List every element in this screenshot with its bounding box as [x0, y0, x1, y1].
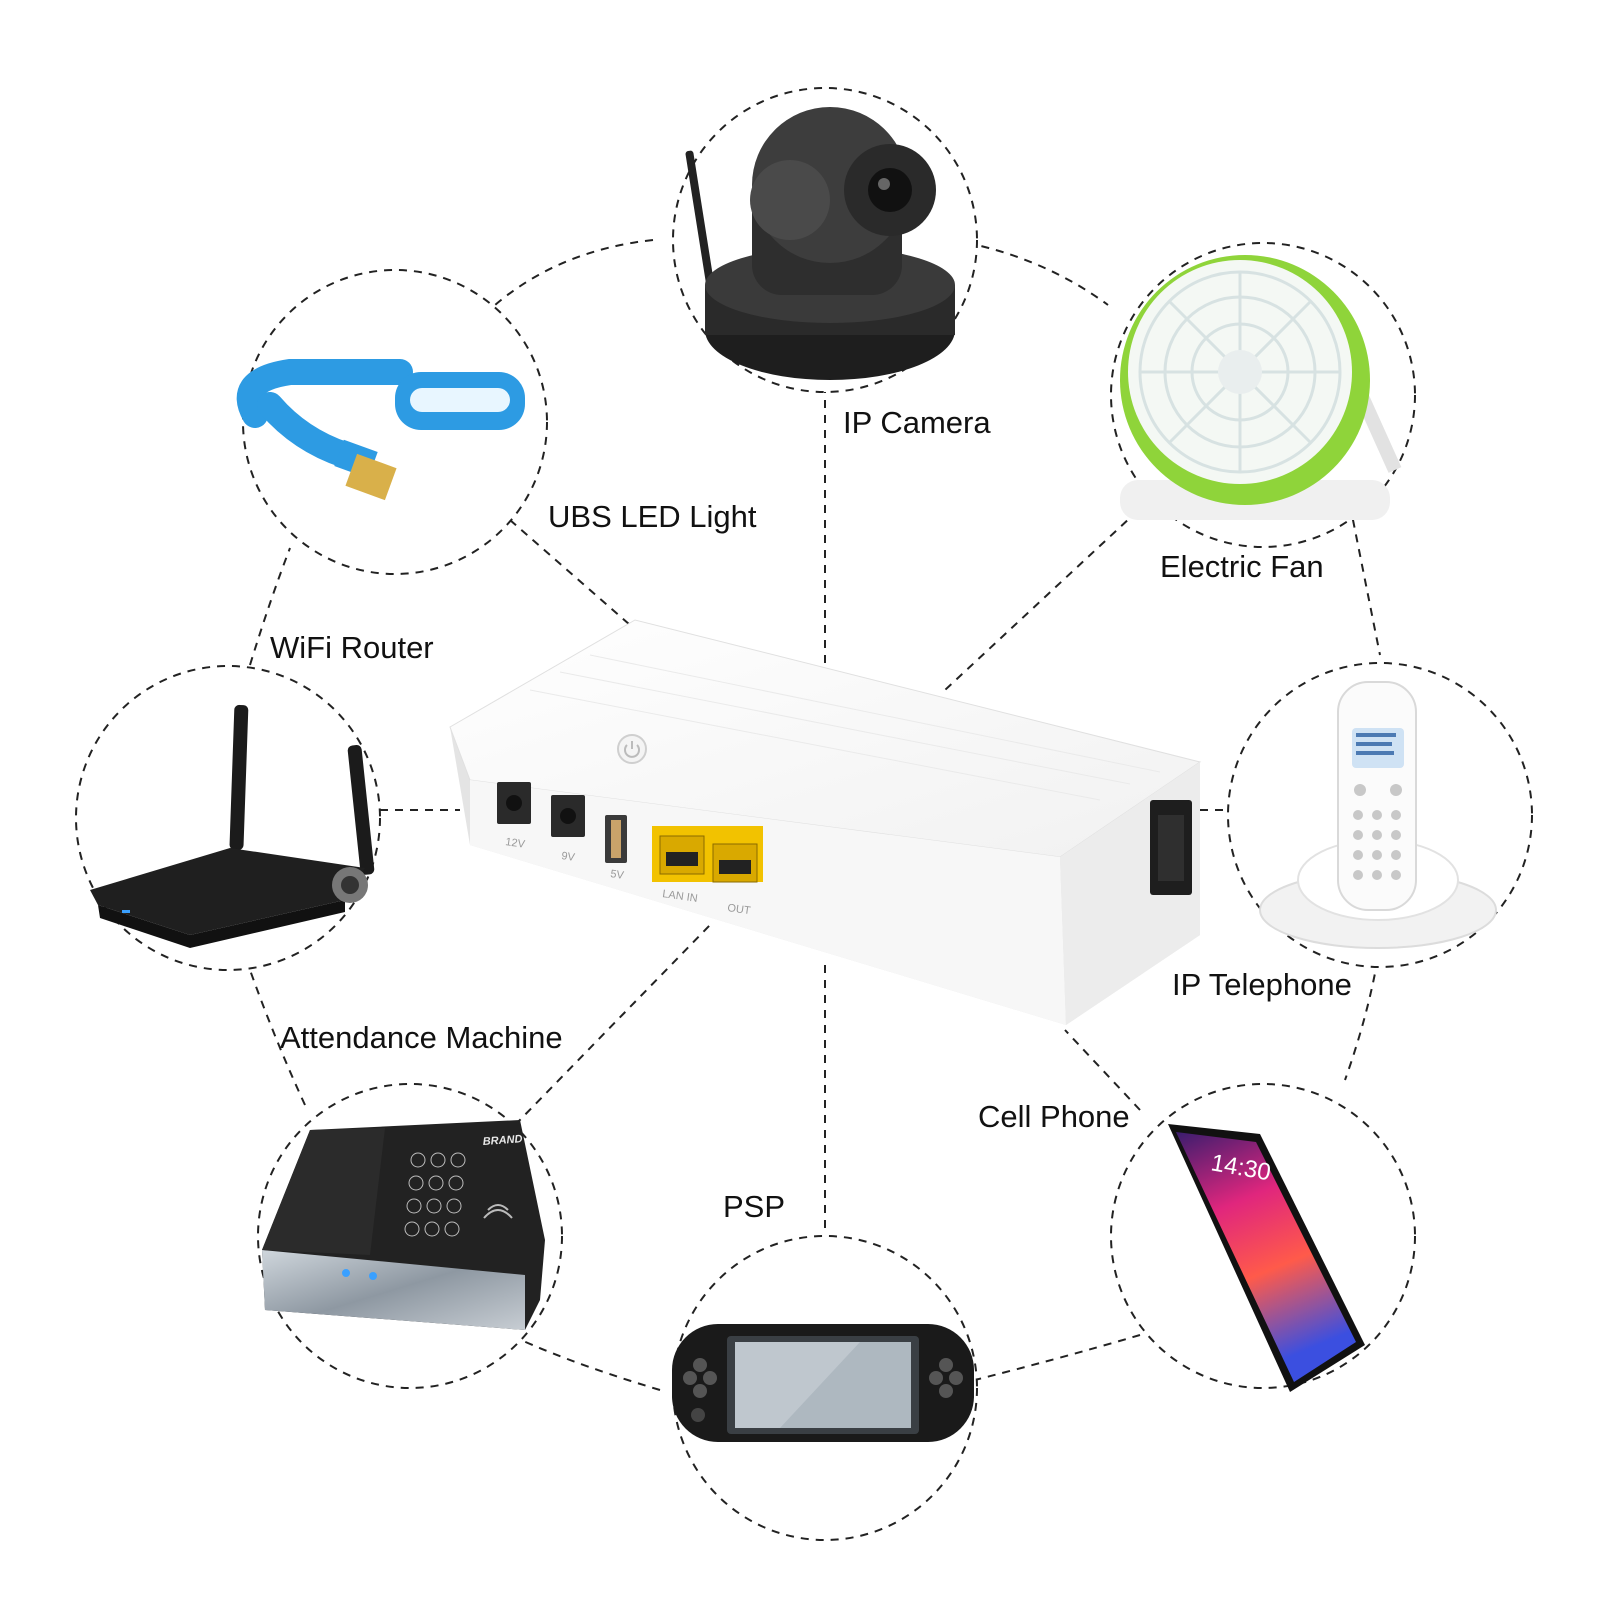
ip-camera-icon	[685, 107, 955, 380]
label-electric-fan: Electric Fan	[1160, 549, 1324, 584]
label-ip-camera: IP Camera	[843, 405, 991, 440]
label-ip-telephone: IP Telephone	[1172, 967, 1352, 1002]
usb-led-light-icon	[236, 359, 525, 501]
ring-segment	[1344, 944, 1381, 1081]
wifi-router-icon	[90, 704, 375, 948]
spoke	[944, 489, 1161, 691]
port-label-12v: 12V	[505, 836, 527, 851]
label-cell-phone: Cell Phone	[978, 1099, 1130, 1134]
label-attendance-machine: Attendance Machine	[280, 1020, 563, 1055]
port-label-9v: 9V	[561, 850, 577, 864]
cell-phone-icon: 14:30	[1168, 1124, 1365, 1392]
ring-segment	[954, 1334, 1141, 1386]
spoke	[1064, 1029, 1141, 1111]
attendance-machine-icon: BRAND	[262, 1120, 545, 1330]
ring-segment	[249, 547, 291, 666]
attendance-brand-text: BRAND	[482, 1133, 523, 1148]
spoke	[509, 519, 631, 626]
device-labels: IP Camera Electric Fan IP Telephone Cell…	[270, 405, 1352, 1224]
ring-segment	[1349, 504, 1381, 656]
electric-fan-icon	[1120, 255, 1402, 520]
attendance-keypad	[404, 1152, 466, 1237]
psp-icon	[672, 1324, 974, 1442]
spoke	[514, 924, 711, 1126]
label-usb-led-light: UBS LED Light	[548, 499, 757, 534]
ip-telephone-icon	[1259, 681, 1497, 949]
ring-segment	[249, 969, 306, 1106]
label-wifi-router: WiFi Router	[270, 630, 434, 665]
usb-led-light-circle	[242, 269, 548, 575]
mini-ups-device: 12V 9V 5V LAN IN OUT	[449, 619, 1202, 1025]
ring-segment	[494, 239, 654, 306]
port-label-lan-in: LAN IN	[662, 888, 699, 905]
port-label-5v: 5V	[610, 868, 626, 882]
port-label-out: OUT	[727, 902, 752, 917]
ring-segment	[499, 1329, 661, 1391]
label-psp: PSP	[723, 1189, 785, 1224]
